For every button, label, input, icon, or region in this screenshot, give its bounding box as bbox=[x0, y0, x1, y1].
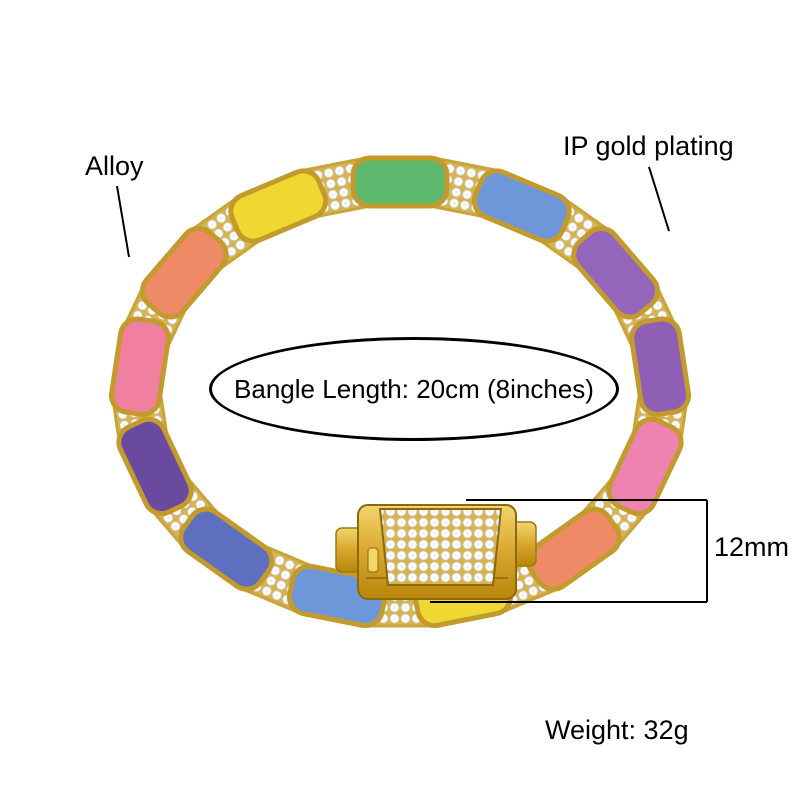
width-label: 12mm bbox=[714, 532, 790, 562]
enamel-chain-link bbox=[139, 225, 229, 320]
enamel-chain-link bbox=[471, 168, 572, 244]
callout-lines bbox=[116, 166, 708, 603]
alloy-callout-line bbox=[116, 185, 130, 258]
enamel-chain-link bbox=[606, 416, 684, 517]
enamel-chain-link bbox=[571, 225, 661, 320]
clasp-latch bbox=[367, 547, 379, 573]
bangle-length-badge: Bangle Length: 20cm (8inches) bbox=[209, 337, 619, 441]
bangle-length-text: Bangle Length: 20cm (8inches) bbox=[234, 373, 594, 404]
enamel-chain-link bbox=[108, 316, 171, 417]
enamel-chain-link bbox=[228, 168, 329, 244]
enamel-chain-link bbox=[178, 506, 275, 592]
enamel-chain-link bbox=[350, 155, 450, 209]
enamel-chain-link bbox=[116, 416, 194, 517]
weight-label: Weight: 32g bbox=[545, 715, 689, 745]
plating-label: IP gold plating bbox=[563, 131, 734, 161]
enamel-chain-link bbox=[629, 316, 692, 417]
enamel-chain-link bbox=[525, 506, 622, 592]
alloy-label: Alloy bbox=[85, 151, 144, 181]
plating-callout-line bbox=[648, 166, 670, 232]
clasp bbox=[335, 504, 537, 600]
clasp-pave-plate bbox=[378, 508, 503, 586]
